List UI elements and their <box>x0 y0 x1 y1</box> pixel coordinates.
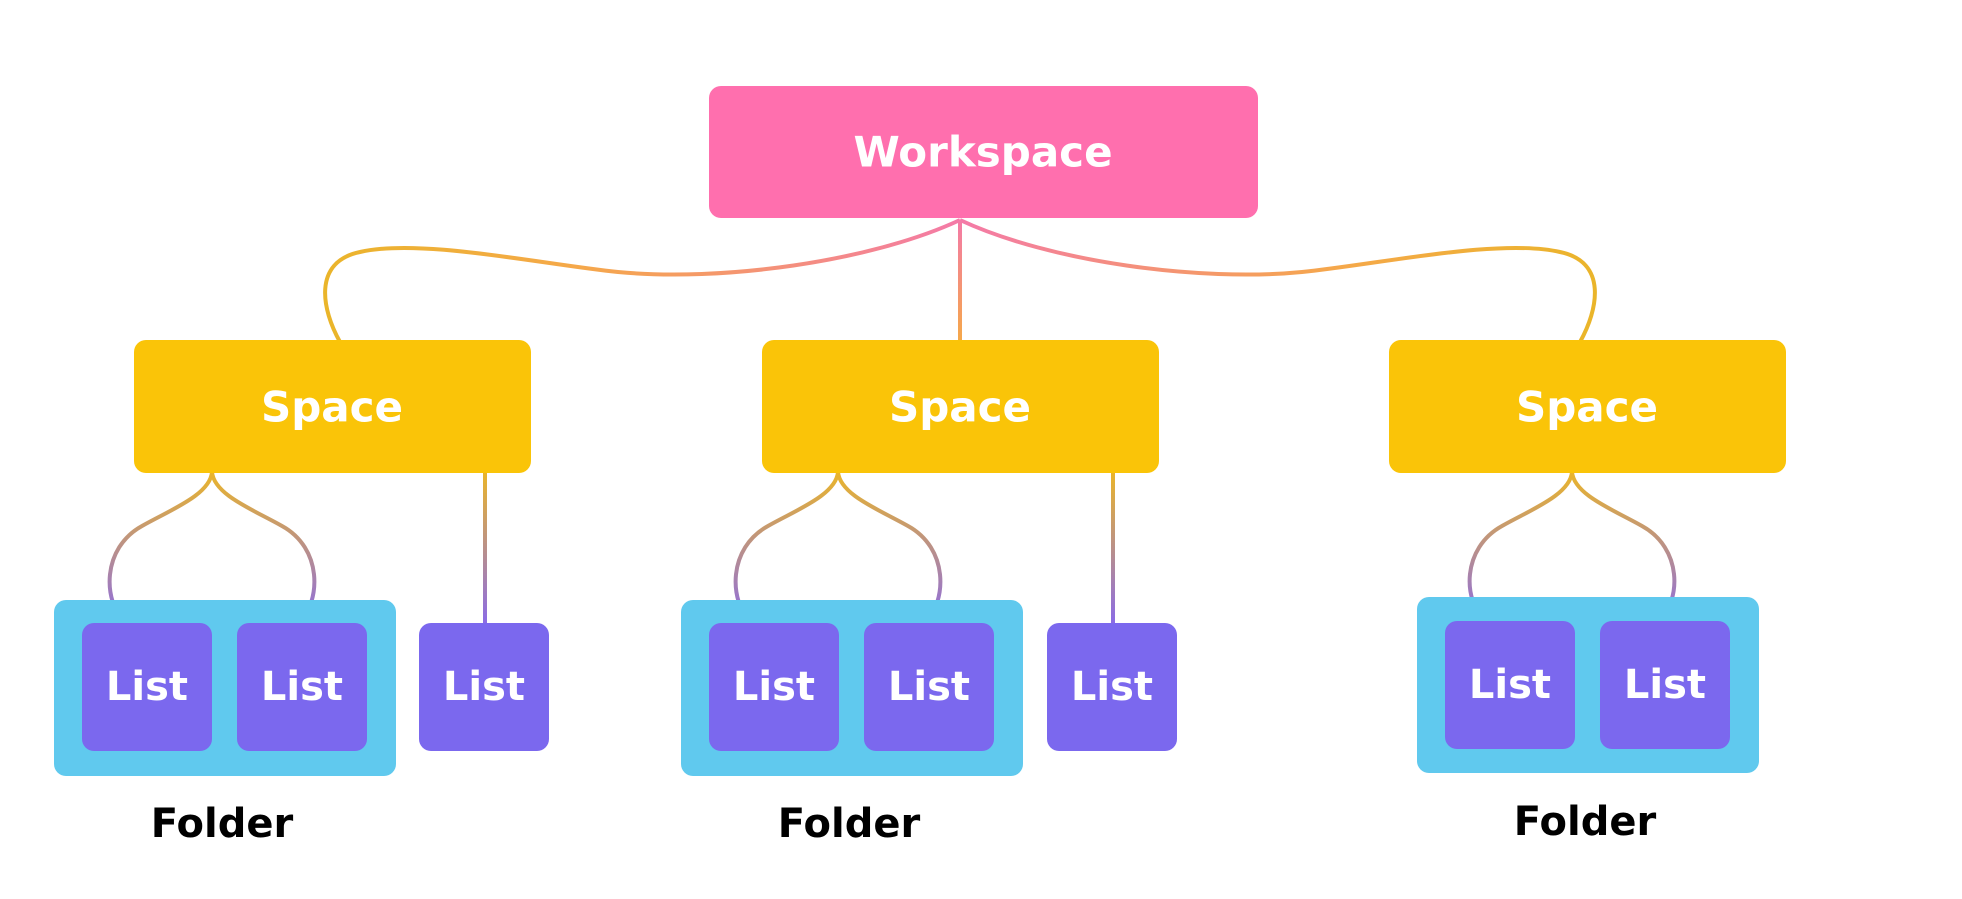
list-box <box>709 623 839 751</box>
folder-caption: Folder <box>151 801 294 847</box>
list-label: List <box>1469 662 1551 708</box>
list-box <box>1600 621 1730 749</box>
list-box <box>864 623 994 751</box>
connector-space1-to-folder-list-2 <box>210 471 317 627</box>
space-label: Space <box>1516 383 1658 432</box>
space-group-1: Space List List Folder List <box>54 340 549 847</box>
list-label: List <box>1624 662 1706 708</box>
space-box <box>1389 340 1786 473</box>
space-box <box>762 340 1159 473</box>
workspace-box <box>709 86 1258 218</box>
workspace-connectors <box>323 218 1597 343</box>
workspace-node: Workspace <box>709 86 1258 218</box>
list-box <box>82 623 212 751</box>
workspace-label: Workspace <box>853 128 1112 177</box>
folder-caption: Folder <box>1514 799 1657 845</box>
list-box <box>237 623 367 751</box>
connector-space2-to-folder-list-1 <box>733 471 840 627</box>
connector-space2-to-folder-list-2 <box>836 471 943 627</box>
list-label: List <box>733 664 815 710</box>
space-group-2: Space List List Folder List <box>681 340 1177 847</box>
standalone-list-box <box>1047 623 1177 751</box>
standalone-list-box <box>419 623 549 751</box>
standalone-list-label: List <box>443 664 525 710</box>
list-box <box>1445 621 1575 749</box>
list-label: List <box>261 664 343 710</box>
space-box <box>134 340 531 473</box>
folder-caption: Folder <box>778 801 921 847</box>
list-label: List <box>106 664 188 710</box>
connector-space1-to-folder-list-1 <box>107 471 214 627</box>
space-label: Space <box>261 383 403 432</box>
connector-workspace-to-space-right <box>959 218 1597 343</box>
list-label: List <box>888 664 970 710</box>
connector-workspace-to-space-left <box>323 218 961 343</box>
space-group-3: Space List List Folder <box>1389 340 1786 845</box>
standalone-list-label: List <box>1071 664 1153 710</box>
space-label: Space <box>889 383 1031 432</box>
